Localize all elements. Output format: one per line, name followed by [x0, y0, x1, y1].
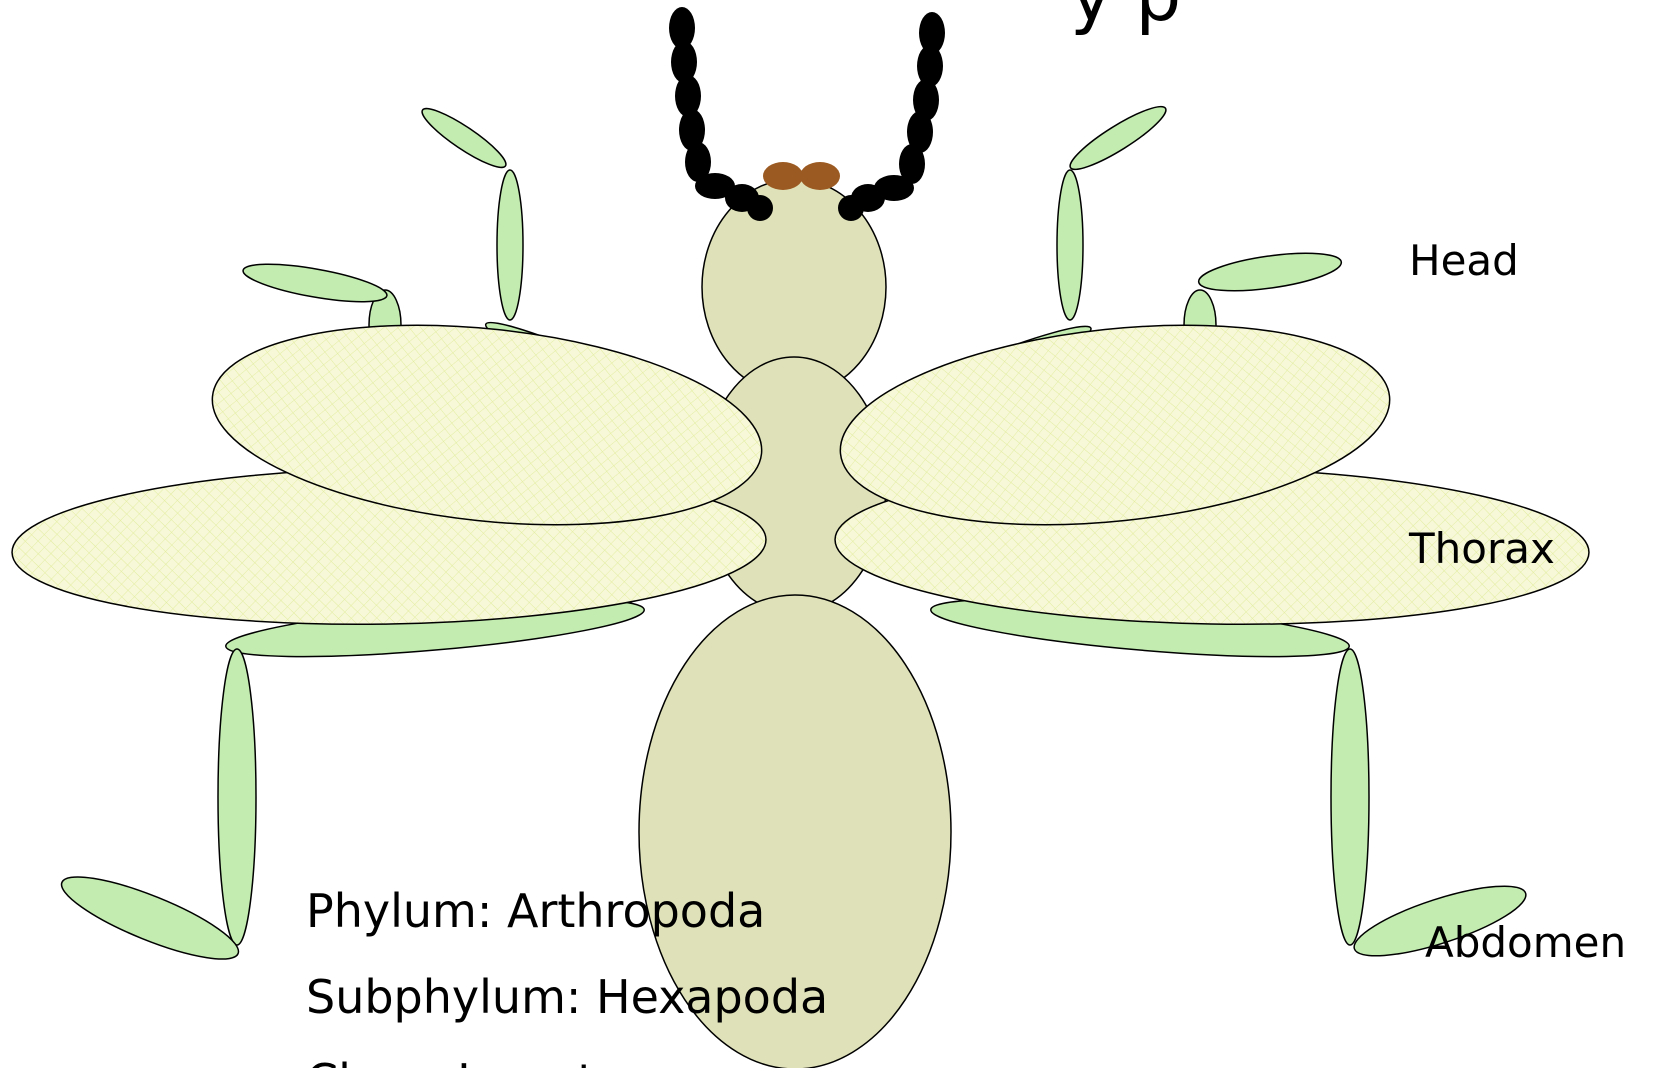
taxonomy-subphylum: Subphylum: Hexapoda: [306, 974, 828, 1020]
hind-right-leg: [929, 588, 1533, 970]
abdomen-label: Abdomen: [1425, 922, 1626, 964]
title-fragment: y p: [1070, 0, 1181, 37]
head-label: Head: [1409, 240, 1519, 282]
taxonomy-class: Class: Insecta: [306, 1058, 624, 1068]
right-antenna: [838, 12, 945, 221]
taxonomy-phylum: Phylum: Arthropoda: [306, 888, 765, 934]
thorax-label: Thorax: [1409, 528, 1555, 570]
